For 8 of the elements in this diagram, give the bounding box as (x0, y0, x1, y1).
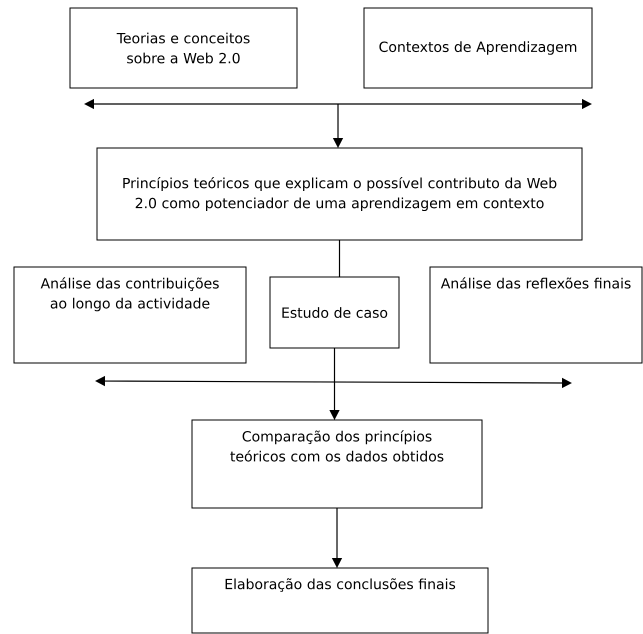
process-box: Comparação dos princípios teóricos com os dados obtidos (192, 420, 482, 508)
process-box: Análise das reflexões finais (430, 266, 642, 364)
process-box: Análise das contribuições ao longo da actividade (14, 266, 246, 364)
process-box: Contextos de Aprendizagem (364, 8, 592, 88)
process-box: Teorias e conceitos sobre a Web 2.0 (70, 8, 298, 88)
process-box: Estudo de caso (270, 276, 400, 348)
process-box: Elaboração das conclusões finais (192, 568, 488, 634)
process-box: Princípios teóricos que explicam o possível contributo da Web 2.0 como potenciador de uma aprendizagem em contexto (96, 148, 582, 240)
